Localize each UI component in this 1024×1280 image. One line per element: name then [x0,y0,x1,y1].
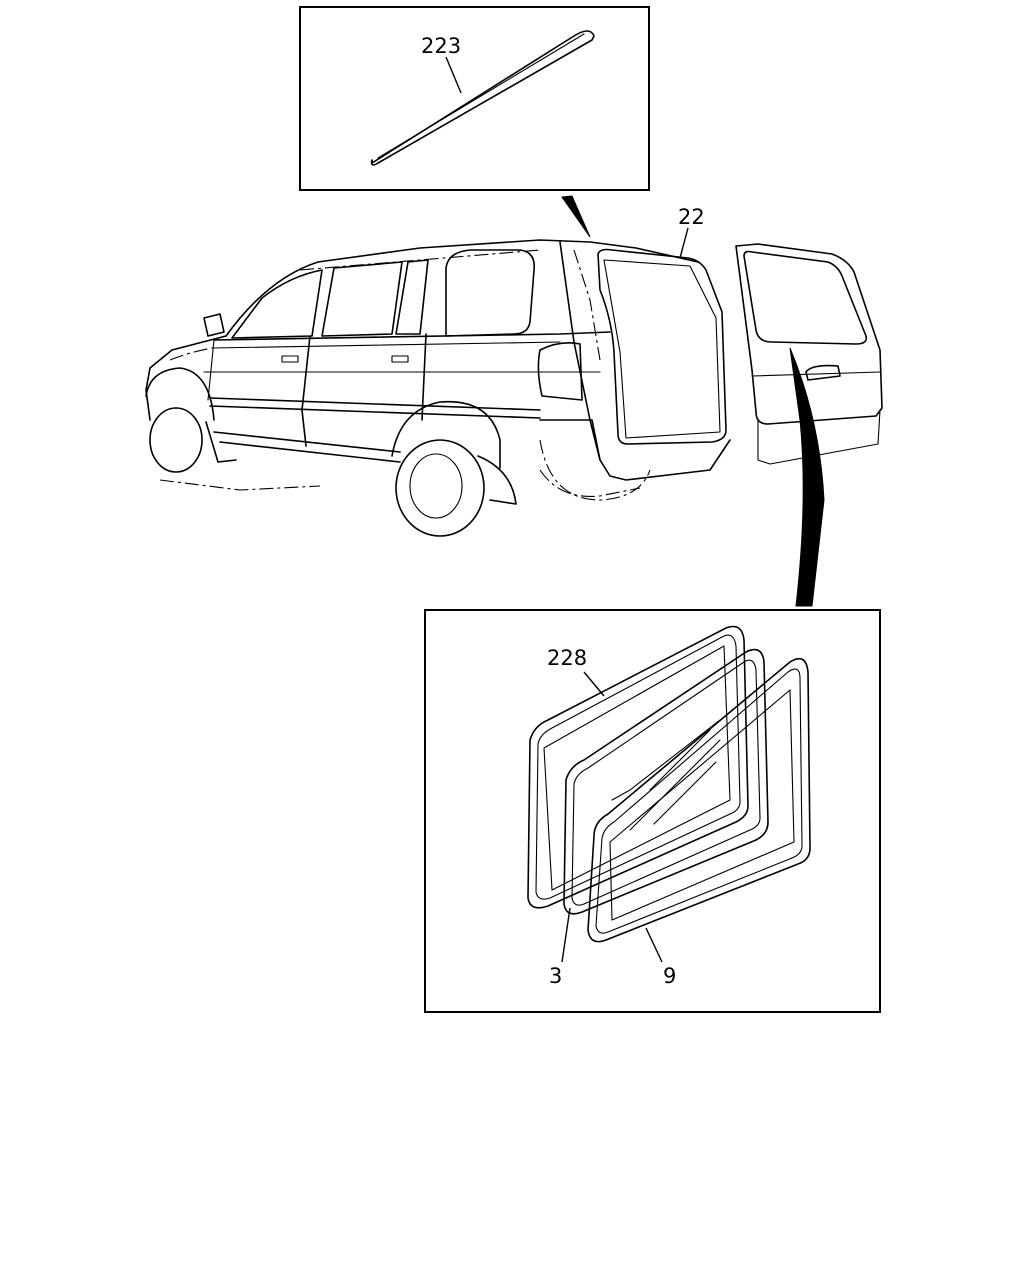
callout-label-3: 3 [549,964,562,988]
seal-part-9[interactable] [587,657,811,943]
vehicle-outline [145,239,883,537]
callout-label-228: 228 [547,646,587,670]
rear-glass-opening[interactable] [597,248,727,445]
weatherstrip-part-228[interactable] [527,625,749,909]
glass-part-3[interactable] [563,648,769,915]
molding-detail-inset: 223 [299,6,650,191]
callout-label-9: 9 [663,964,676,988]
inset-pointer-bottom [789,347,825,607]
callout-label-22: 22 [678,205,705,229]
rear-hatch-door [735,243,883,425]
molding-part-223[interactable] [370,30,595,166]
inset-pointer-top [561,195,591,238]
leader-line-223 [445,56,462,94]
leader-line-9 [645,927,663,963]
leader-line-228 [583,671,605,697]
callout-label-223: 223 [421,34,461,58]
leader-line-3 [561,907,571,963]
glass-inset-frame [424,609,881,1013]
leader-line-22 [679,227,689,259]
glass-assembly-inset: 228 3 9 [424,609,881,1013]
